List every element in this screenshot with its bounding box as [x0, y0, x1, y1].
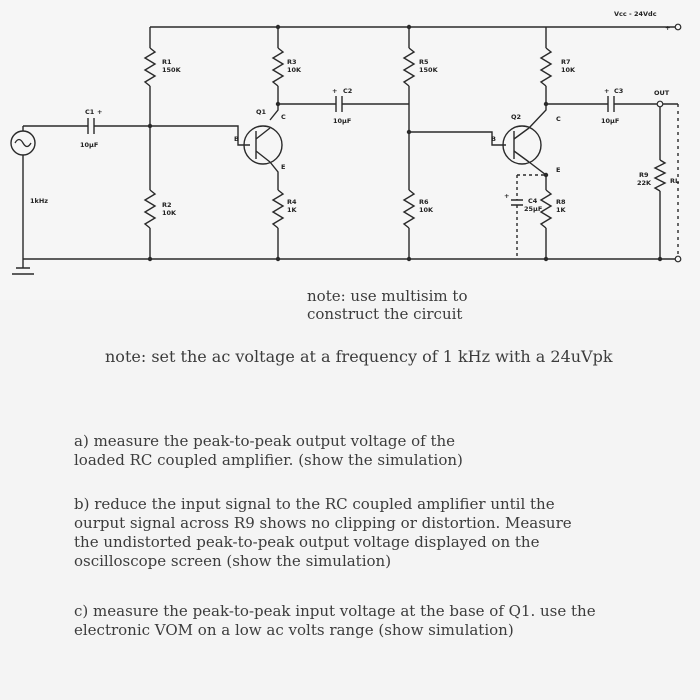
c4-name: C4	[528, 197, 538, 205]
question-a: a) measure the peak-to-peak output volta…	[74, 432, 463, 469]
r6-name: R6	[419, 198, 429, 206]
c3-value: 10μF	[601, 117, 619, 125]
q1-base-label: B	[234, 135, 239, 143]
r4-resistor	[271, 189, 285, 229]
r3-value: 10K	[287, 66, 302, 74]
r1-resistor	[143, 47, 157, 87]
r5-resistor	[402, 47, 416, 87]
output-label: OUT	[654, 89, 670, 97]
r5-name: R5	[419, 58, 429, 66]
out-terminal	[656, 100, 664, 108]
r9-name: R9	[639, 171, 649, 179]
c2-name: C2	[343, 87, 352, 95]
svg-text:+: +	[604, 87, 609, 95]
c2-value: 10μF	[333, 117, 351, 125]
note-multisim-line2: construct the circuit	[307, 305, 463, 323]
r1-value: 150K	[162, 66, 182, 74]
r8-resistor	[539, 189, 553, 229]
r8-name: R8	[556, 198, 566, 206]
r8-value: 1K	[556, 206, 567, 214]
q2-collector-label: C	[556, 115, 561, 123]
r7-value: 10K	[561, 66, 576, 74]
note-multisim: note: use multisim to construct the circ…	[307, 287, 467, 323]
svg-text:+: +	[504, 192, 509, 200]
q1-emitter-label: E	[281, 163, 285, 171]
r3-name: R3	[287, 58, 297, 66]
r4-name: R4	[287, 198, 297, 206]
r9-value: 22K	[637, 179, 652, 187]
circuit-schematic: Vcc - 24Vdc + 1kHz R1 150K R2 10K R3 10K…	[0, 0, 700, 300]
svg-text:+: +	[332, 87, 337, 95]
r2-value: 10K	[162, 209, 177, 217]
r2-resistor	[143, 189, 157, 229]
q1-transistor	[243, 125, 283, 165]
q2-base-label: B	[491, 135, 496, 143]
r1-name: R1	[162, 58, 172, 66]
q2-emitter-label: E	[556, 166, 560, 174]
q2-name: Q2	[511, 113, 521, 121]
question-c: c) measure the peak-to-peak input voltag…	[74, 602, 596, 639]
vcc-terminal	[674, 23, 682, 31]
svg-text:+: +	[665, 24, 670, 32]
source-freq-label: 1kHz	[30, 197, 48, 205]
r4-value: 1K	[287, 206, 298, 214]
note-ac-voltage: note: set the ac voltage at a frequency …	[105, 347, 613, 366]
c1-name: C1	[85, 108, 95, 116]
note-multisim-line1: note: use multisim to	[307, 287, 468, 305]
vcc-label: Vcc - 24Vdc	[614, 10, 657, 18]
q2-transistor	[502, 125, 542, 165]
r9-resistor	[653, 159, 667, 192]
svg-text:+: +	[97, 108, 102, 116]
r6-value: 10K	[419, 206, 434, 214]
question-b: b) reduce the input signal to the RC cou…	[74, 495, 572, 570]
r5-value: 150K	[419, 66, 439, 74]
q1-collector-label: C	[281, 113, 286, 121]
c1-value: 10μF	[80, 141, 98, 149]
c3-name: C3	[614, 87, 623, 95]
r7-resistor	[539, 47, 553, 87]
load-label: RL	[670, 177, 679, 185]
input-wire	[22, 125, 88, 131]
q1-name: Q1	[256, 108, 267, 116]
c4-value: 25μF	[524, 205, 542, 213]
r7-name: R7	[561, 58, 571, 66]
r6-resistor	[402, 189, 416, 229]
r2-name: R2	[162, 201, 172, 209]
r3-resistor	[271, 47, 285, 87]
